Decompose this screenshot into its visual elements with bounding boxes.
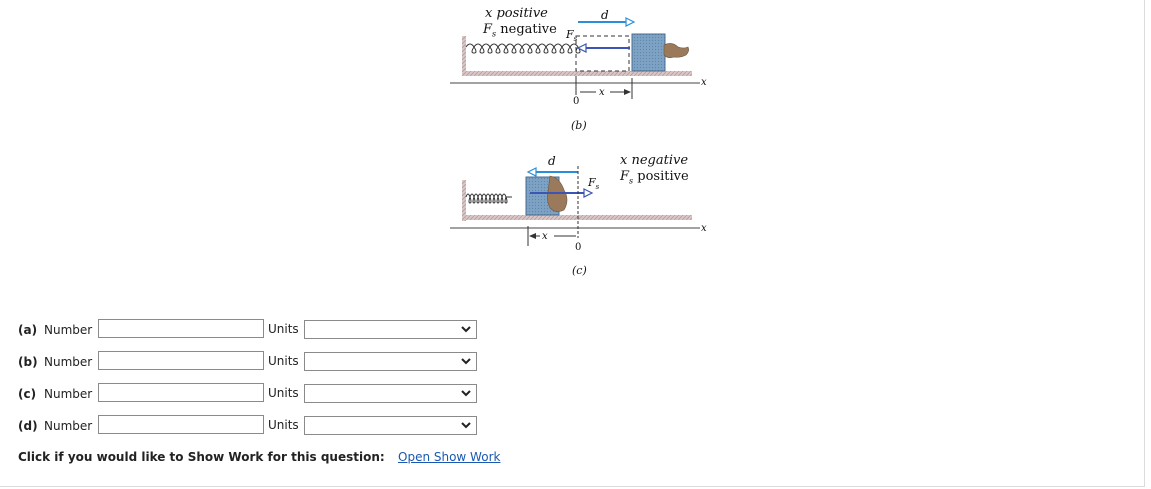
fig-b-line1: x positive bbox=[485, 6, 548, 21]
number-input-d[interactable] bbox=[98, 415, 264, 434]
part-id: (a) bbox=[18, 323, 38, 337]
number-input-a[interactable] bbox=[98, 319, 264, 338]
units-label: Units bbox=[268, 386, 299, 400]
chevron-down-icon bbox=[461, 358, 471, 365]
fig-c-line1: x negative bbox=[620, 153, 689, 168]
chevron-down-icon bbox=[461, 422, 471, 429]
open-show-work-link[interactable]: Open Show Work bbox=[398, 450, 501, 464]
fig-b-line2: Fs negative bbox=[483, 22, 557, 39]
fig-c-dist-label: x bbox=[542, 231, 548, 242]
part-id: (c) bbox=[18, 387, 37, 401]
fig-c-line2: Fs positive bbox=[620, 169, 689, 186]
floor-c bbox=[462, 215, 692, 220]
units-select-d[interactable] bbox=[304, 416, 477, 435]
units-label: Units bbox=[268, 354, 299, 368]
number-label: Number bbox=[44, 419, 93, 433]
fig-b-d-label: d bbox=[601, 8, 609, 22]
spring-figure: x positive Fs negative d Fs x 0 x (b) x … bbox=[450, 0, 710, 285]
units-select-a[interactable] bbox=[304, 320, 477, 339]
fig-b-fs-label: Fs bbox=[566, 28, 578, 44]
panel-c bbox=[450, 166, 700, 246]
fs-arrow-c bbox=[583, 188, 594, 198]
number-label: Number bbox=[44, 387, 93, 401]
floor-b bbox=[462, 71, 692, 76]
wall-c bbox=[462, 180, 466, 221]
fig-b-origin: 0 bbox=[573, 96, 580, 107]
fig-c-origin: 0 bbox=[575, 242, 582, 253]
block-b bbox=[631, 33, 666, 72]
part-id: (b) bbox=[18, 355, 38, 369]
fig-b-caption: (b) bbox=[571, 119, 587, 132]
panel-b bbox=[450, 17, 700, 99]
spring-c bbox=[465, 193, 512, 204]
hand-icon bbox=[663, 43, 689, 58]
d-arrow-b bbox=[625, 17, 636, 27]
number-input-b[interactable] bbox=[98, 351, 264, 370]
wall-b bbox=[462, 36, 466, 76]
part-id: (d) bbox=[18, 419, 38, 433]
d-arrow-c bbox=[526, 167, 537, 177]
spring-b bbox=[465, 43, 581, 54]
units-select-c[interactable] bbox=[304, 384, 477, 403]
fig-c-axis-label: x bbox=[701, 223, 707, 234]
number-label: Number bbox=[44, 323, 93, 337]
fs-arrow-b bbox=[576, 43, 587, 53]
chevron-down-icon bbox=[461, 390, 471, 397]
chevron-down-icon bbox=[461, 326, 471, 333]
units-label: Units bbox=[268, 322, 299, 336]
fig-b-dist-label: x bbox=[599, 87, 605, 98]
equilibrium-outline-b bbox=[575, 35, 630, 72]
fig-c-fs-label: Fs bbox=[588, 176, 600, 192]
fig-c-caption: (c) bbox=[572, 264, 587, 277]
units-label: Units bbox=[268, 418, 299, 432]
fig-b-axis-label: x bbox=[701, 77, 707, 88]
units-select-b[interactable] bbox=[304, 352, 477, 371]
show-work-prompt: Click if you would like to Show Work for… bbox=[18, 450, 385, 464]
number-label: Number bbox=[44, 355, 93, 369]
fig-c-d-label: d bbox=[548, 154, 556, 168]
number-input-c[interactable] bbox=[98, 383, 264, 402]
